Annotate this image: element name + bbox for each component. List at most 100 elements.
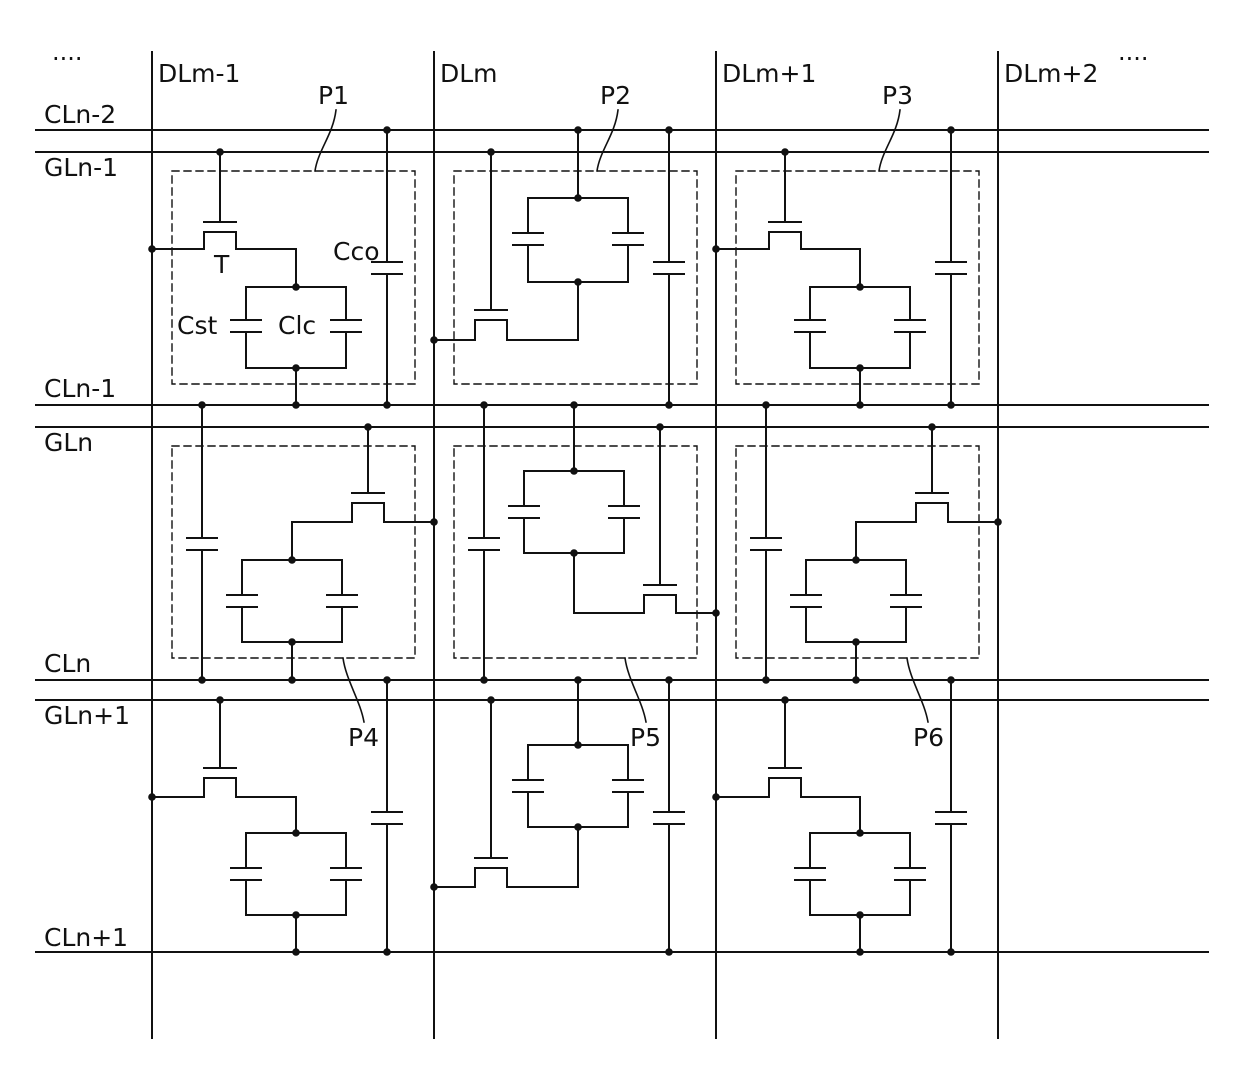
data-line-label-1: DLm-1	[158, 59, 240, 88]
common-line-label-1: CLn-2	[44, 100, 116, 129]
junction-dot-56	[574, 194, 582, 202]
junction-dot-222	[856, 911, 864, 919]
label-leader-18	[315, 110, 336, 171]
junction-dot-120	[480, 401, 488, 409]
wire-106	[242, 607, 342, 642]
gate-line-label-1: GLn-1	[44, 153, 118, 182]
junction-dot-69	[665, 401, 673, 409]
junction-dot-184	[383, 948, 391, 956]
junction-dot-211	[781, 696, 789, 704]
pixel-label-p5: P5	[630, 723, 661, 752]
junction-dot-183	[383, 676, 391, 684]
junction-dot-40	[292, 401, 300, 409]
junction-dot-27	[216, 148, 224, 156]
junction-dot-48	[574, 126, 582, 134]
wire-125	[524, 518, 624, 553]
junction-dot-37	[292, 283, 300, 291]
junction-dot-138	[712, 609, 720, 617]
common-line-label-4: CLn+1	[44, 923, 128, 952]
wire-151	[806, 560, 906, 595]
junction-dot-135	[656, 423, 664, 431]
pixel-region-outline-15	[172, 446, 415, 658]
pixel-region-outline-12	[172, 171, 415, 384]
wire-76	[810, 287, 910, 320]
junction-dot-178	[292, 948, 300, 956]
junction-dot-176	[292, 911, 300, 919]
junction-dot-207	[665, 948, 673, 956]
wire-214	[810, 833, 910, 868]
junction-dot-206	[665, 676, 673, 684]
label-leader-20	[879, 110, 900, 171]
transistor-channel-137	[644, 595, 716, 613]
junction-dot-186	[574, 676, 582, 684]
junction-dot-121	[480, 676, 488, 684]
junction-dot-115	[288, 676, 296, 684]
data-line-label-2: DLm	[440, 59, 498, 88]
wire-124	[524, 471, 624, 506]
pixel-region-outline-14	[736, 171, 979, 384]
junction-dot-159	[852, 638, 860, 646]
transistor-channel-198	[434, 868, 578, 887]
label-leader-19	[597, 110, 618, 171]
junction-dot-83	[856, 283, 864, 291]
junction-dot-194	[574, 741, 582, 749]
transistor-channel-101	[292, 503, 434, 522]
junction-dot-46	[383, 401, 391, 409]
wire-168	[246, 833, 346, 868]
transistor-channel-210	[716, 778, 860, 797]
transistor-channel-60	[434, 320, 578, 340]
junction-dot-143	[762, 401, 770, 409]
transistor-label: T	[213, 250, 230, 279]
wire-105	[242, 560, 342, 595]
junction-dot-74	[712, 245, 720, 253]
junction-dot-132	[570, 549, 578, 557]
junction-dot-144	[762, 676, 770, 684]
junction-dot-166	[148, 793, 156, 801]
junction-dot-98	[198, 676, 206, 684]
pixel-label-p1: P1	[318, 81, 349, 110]
junction-dot-92	[947, 401, 955, 409]
junction-dot-131	[570, 467, 578, 475]
wire-187	[528, 745, 628, 780]
junction-dot-62	[430, 336, 438, 344]
junction-dot-161	[852, 676, 860, 684]
junction-dot-103	[430, 518, 438, 526]
wire-133	[574, 553, 644, 613]
lc-capacitor-label: Clc	[278, 311, 316, 340]
pixel-label-p6: P6	[913, 723, 944, 752]
junction-dot-158	[852, 556, 860, 564]
junction-dot-229	[947, 676, 955, 684]
junction-dot-91	[947, 126, 955, 134]
transistor-channel-164	[152, 778, 296, 797]
junction-dot-102	[364, 423, 372, 431]
junction-dot-148	[928, 423, 936, 431]
common-line-label-3: CLn	[44, 649, 91, 678]
junction-dot-112	[288, 556, 296, 564]
junction-dot-57	[574, 278, 582, 286]
storage-capacitor-label: Cst	[177, 311, 217, 340]
junction-dot-86	[856, 401, 864, 409]
junction-dot-123	[570, 401, 578, 409]
label-leader-22	[625, 658, 646, 722]
junction-dot-61	[487, 148, 495, 156]
junction-dot-113	[288, 638, 296, 646]
wire-77	[810, 332, 910, 368]
junction-dot-45	[383, 126, 391, 134]
junction-dot-199	[487, 696, 495, 704]
junction-dot-38	[292, 364, 300, 372]
wire-49	[528, 198, 628, 233]
junction-dot-97	[198, 401, 206, 409]
coupling-capacitor-label: Cco	[333, 237, 380, 266]
wire-215	[810, 880, 910, 915]
wire-188	[528, 792, 628, 827]
junction-dot-230	[947, 948, 955, 956]
label-leader-21	[343, 658, 364, 722]
junction-dot-175	[292, 829, 300, 837]
junction-dot-149	[994, 518, 1002, 526]
data-line-label-3: DLm+1	[722, 59, 816, 88]
pixel-label-p3: P3	[882, 81, 913, 110]
data-line-label-4: DLm+2	[1004, 59, 1098, 88]
junction-dot-224	[856, 948, 864, 956]
gate-line-label-3: GLn+1	[44, 701, 130, 730]
